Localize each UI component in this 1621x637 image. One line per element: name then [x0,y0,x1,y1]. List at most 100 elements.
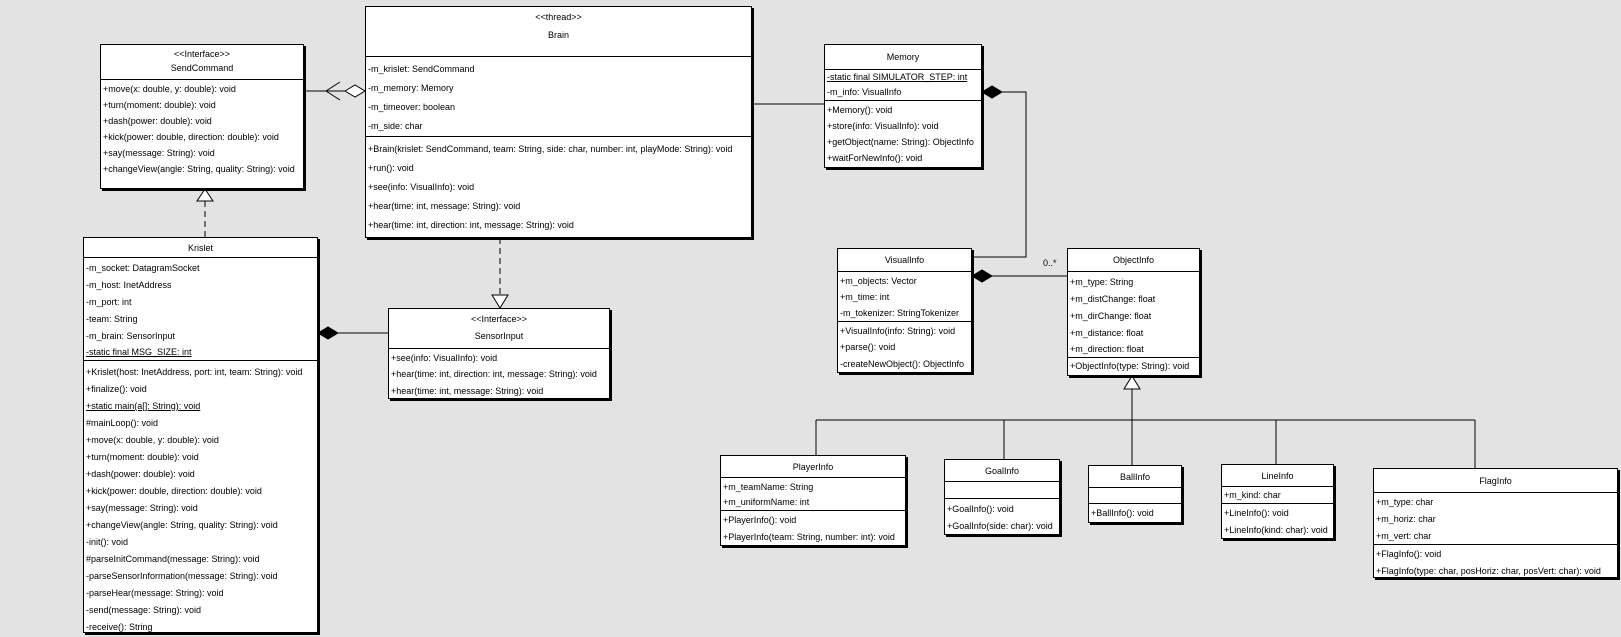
operation: +say(message: String): void [103,148,215,158]
class-name: GoalInfo [984,466,1020,476]
operations-section: +see(info: VisualInfo): void +hear(time:… [389,349,609,400]
operation: +hear(time: int, direction: int, message… [391,369,597,379]
operation: +LineInfo(kind: char): void [1224,525,1328,535]
operations-section: +Krislet(host: InetAddress, port: int, t… [84,361,317,637]
operation: +VisualInfo(info: String): void [840,326,956,336]
operation: +ObjectInfo(type: String): void [1070,361,1190,371]
operations-section: +Memory(): void +store(info: VisualInfo)… [825,101,981,167]
attribute: +m_uniformName: int [723,497,810,507]
operations-section: +LineInfo(): void +LineInfo(kind: char):… [1222,504,1333,539]
operation: -send(message: String): void [86,605,202,615]
class-playerinfo[interactable]: PlayerInfo +m_teamName: String +m_unifor… [720,455,906,546]
operation: +Memory(): void [827,105,893,115]
attribute: +m_dirChange: float [1070,311,1152,321]
composition-diamond [981,85,1003,99]
operation: #mainLoop(): void [86,418,159,428]
attribute: +m_type: char [1376,497,1434,507]
attribute: +m_vert: char [1376,531,1432,541]
attribute: -m_tokenizer: StringTokenizer [840,308,960,318]
class-name: SensorInput [474,331,524,341]
operation: -createNewObject(): ObjectInfo [840,359,965,369]
attributes-section: +m_type: String +m_distChange: float +m_… [1068,272,1199,358]
attribute: +m_distChange: float [1070,294,1156,304]
operation: +FlagInfo(): void [1376,549,1442,559]
class-brain[interactable]: <<thread>> Brain -m_krislet: SendCommand… [365,6,752,238]
operation: +Krislet(host: InetAddress, port: int, t… [86,367,303,377]
operation: +kick(power: double, direction: double):… [103,132,279,142]
operation: +hear(time: int, message: String): void [368,201,521,211]
operation: +GoalInfo(side: char): void [947,521,1053,531]
operation: +Brain(krislet: SendCommand, team: Strin… [368,144,733,154]
attributes-section: +m_kind: char [1222,487,1333,504]
operation: +changeView(angle: String, quality: Stri… [86,520,278,530]
operation: +LineInfo(): void [1224,508,1289,518]
attribute: -team: String [86,314,138,324]
attribute: -m_krislet: SendCommand [368,64,475,74]
attribute: +m_time: int [840,292,890,302]
operation: +move(x: double, y: double): void [86,435,219,445]
attributes-section: +m_teamName: String +m_uniformName: int [721,478,905,511]
attribute: -static final SIMULATOR_STEP: int [827,72,968,82]
class-name: SendCommand [170,63,234,73]
class-krislet[interactable]: Krislet -m_socket: DatagramSocket -m_hos… [83,237,318,633]
operation: +turn(moment: double): void [103,100,216,110]
class-visualinfo[interactable]: VisualInfo +m_objects: Vector +m_time: i… [837,248,972,373]
operations-section: +FlagInfo(): void +FlagInfo(type: char, … [1374,545,1617,580]
class-name: FlagInfo [1479,476,1512,486]
class-objectinfo[interactable]: ObjectInfo +m_type: String +m_distChange… [1067,248,1200,376]
class-ballinfo[interactable]: BallInfo +BallInfo(): void [1088,465,1182,523]
class-name: Brain [547,30,569,40]
open-arrowhead [325,81,341,101]
class-sensorinput[interactable]: <<Interface>> SensorInput +see(info: Vis… [388,308,610,399]
class-sendcommand[interactable]: <<Interface>> SendCommand +move(x: doubl… [100,44,304,189]
operation: +waitForNewInfo(): void [827,153,923,163]
operation: +finalize(): void [86,384,147,394]
attribute: -m_side: char [368,121,423,131]
memory-visualinfo-composition [973,91,1027,258]
attribute: +m_objects: Vector [840,276,917,286]
attribute: -m_info: VisualInfo [827,87,902,97]
class-name: Krislet [187,243,213,253]
operation: +PlayerInfo(team: String, number: int): … [723,532,895,542]
stereotype-label: <<thread>> [535,12,582,22]
attribute: -m_timeover: boolean [368,102,456,112]
operations-section: +Brain(krislet: SendCommand, team: Strin… [366,137,751,236]
attribute: -m_socket: DatagramSocket [86,263,200,273]
attributes-section [945,482,1059,499]
attribute: +m_direction: float [1070,344,1144,354]
operations-section: +GoalInfo(): void +GoalInfo(side: char):… [945,499,1059,535]
stereotype-label: <<Interface>> [173,49,231,59]
attributes-section [1089,488,1181,504]
generalization-arrowhead [1123,375,1141,390]
composition-diamond [317,326,339,340]
operation: -receive(): String [86,622,153,632]
composition-diamond [971,269,993,283]
operation: +FlagInfo(type: char, posHoriz: char, po… [1376,566,1601,576]
attribute: -m_brain: SensorInput [86,331,176,341]
class-flaginfo[interactable]: FlagInfo +m_type: char +m_horiz: char +m… [1373,468,1618,578]
attributes-section: +m_type: char +m_horiz: char +m_vert: ch… [1374,493,1617,545]
operation: +turn(moment: double): void [86,452,199,462]
operation: +run(): void [368,163,414,173]
realization-arrowhead [196,188,214,202]
class-lineinfo[interactable]: LineInfo +m_kind: char +LineInfo(): void… [1221,464,1334,539]
attribute: -m_memory: Memory [368,83,454,93]
operation: +see(info: VisualInfo): void [391,353,498,363]
class-memory[interactable]: Memory -static final SIMULATOR_STEP: int… [824,44,982,168]
operation: +BallInfo(): void [1091,508,1154,518]
class-name: ObjectInfo [1112,255,1155,265]
attributes-section: +m_objects: Vector +m_time: int -m_token… [838,272,971,322]
attributes-section: -static final SIMULATOR_STEP: int -m_inf… [825,70,981,101]
operation: +dash(power: double): void [103,116,212,126]
operation: +static main(a[]: String): void [86,401,201,411]
operation: +changeView(angle: String, quality: Stri… [103,164,295,174]
operation: +see(info: VisualInfo): void [368,182,475,192]
realization-arrowhead [491,294,509,309]
operation: +move(x: double, y: double): void [103,84,236,94]
operation: +dash(power: double): void [86,469,195,479]
class-name: PlayerInfo [792,462,834,472]
multiplicity-label: 0..* [1043,258,1057,268]
class-goalinfo[interactable]: GoalInfo +GoalInfo(): void +GoalInfo(sid… [944,459,1060,535]
operation: +store(info: VisualInfo): void [827,121,939,131]
